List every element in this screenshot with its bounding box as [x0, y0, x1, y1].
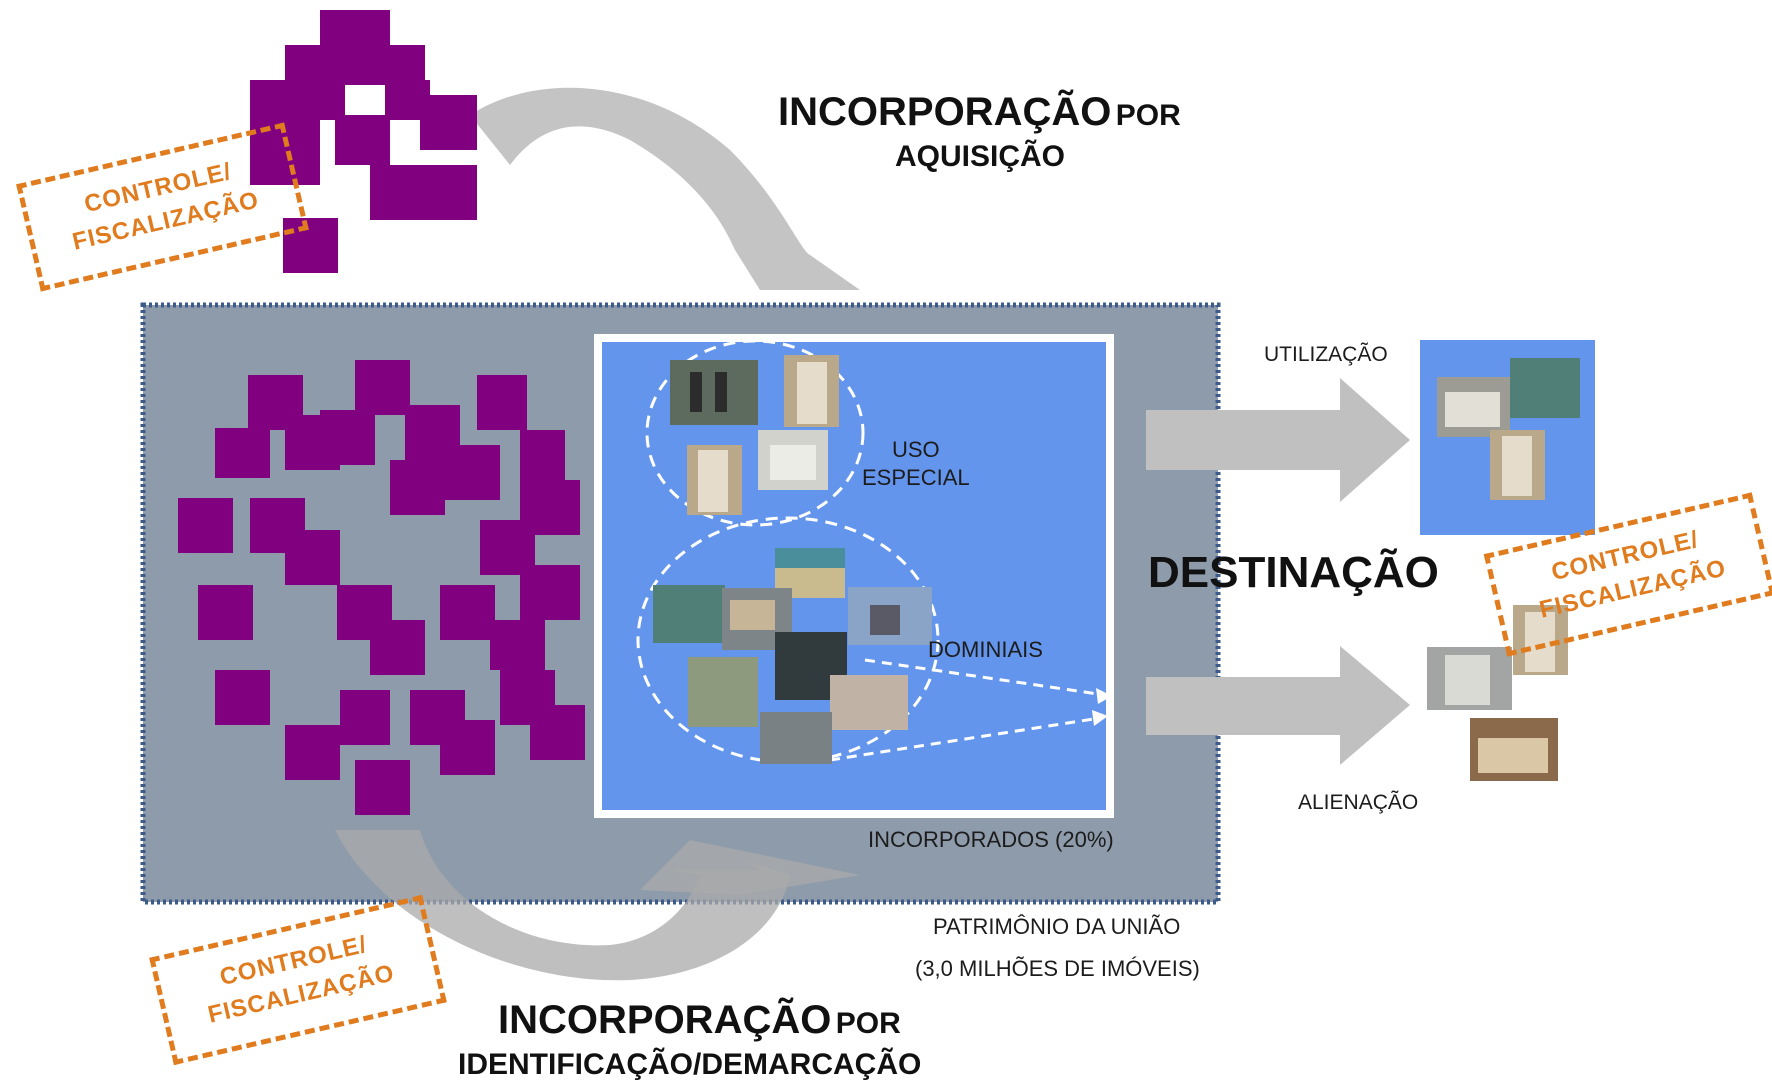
- bottom-incorporation-sub: IDENTIFICAÇÃO/DEMARCAÇÃO: [458, 1048, 922, 1081]
- patrimonio-line2: (3,0 MILHÕES DE IMÓVEIS): [915, 956, 1200, 981]
- uso-especial-ellipse: [645, 339, 865, 527]
- top-incorporation-main: INCORPORAÇÃO: [778, 90, 1112, 134]
- patrimonio-line1: PATRIMÔNIO DA UNIÃO: [933, 914, 1181, 939]
- building-photo: [760, 712, 832, 764]
- bottom-incorporation-title: INCORPORAÇÃO POR: [498, 998, 901, 1043]
- uso-especial-label: USO ESPECIAL: [862, 436, 970, 492]
- dominiais-label: DOMINIAIS: [928, 637, 1043, 662]
- bottom-incorporation-small: POR: [835, 1007, 901, 1040]
- bottom-arrow-head: [640, 840, 860, 895]
- utilizacao-label: UTILIZAÇÃO: [1264, 343, 1388, 366]
- port-photo: [830, 675, 908, 730]
- aerial-photo: [1510, 358, 1580, 418]
- incorporados-label: INCORPORADOS (20%): [868, 827, 1114, 852]
- aerial-photo: [653, 585, 725, 643]
- top-curved-arrow: [470, 87, 860, 290]
- uso-especial-line2: ESPECIAL: [862, 465, 970, 490]
- dominiais-arrowhead-2: [1092, 710, 1108, 726]
- station-photo: [670, 360, 758, 425]
- top-incorporation-sub: AQUISIÇÃO: [895, 140, 1066, 173]
- alienacao-arrow: [1146, 646, 1410, 765]
- bottom-curved-arrow: [335, 830, 790, 981]
- destinacao-title: DESTINAÇÃO: [1148, 548, 1439, 597]
- top-incorporation-small: POR: [1115, 99, 1181, 132]
- dominiais-arrowhead-1: [1096, 688, 1112, 704]
- utilizacao-arrow: [1146, 378, 1410, 502]
- uso-especial-line1: USO: [891, 437, 940, 462]
- alienacao-label: ALIENAÇÃO: [1298, 791, 1419, 814]
- bottom-incorporation-main: INCORPORAÇÃO: [498, 998, 832, 1042]
- aerial-photo: [688, 657, 758, 727]
- dominiais-arrow-2: [829, 716, 1101, 762]
- dominiais-arrow-1: [864, 658, 1106, 697]
- top-incorporation-title: INCORPORAÇÃO POR: [778, 90, 1181, 135]
- dominiais-ellipse: [636, 516, 940, 764]
